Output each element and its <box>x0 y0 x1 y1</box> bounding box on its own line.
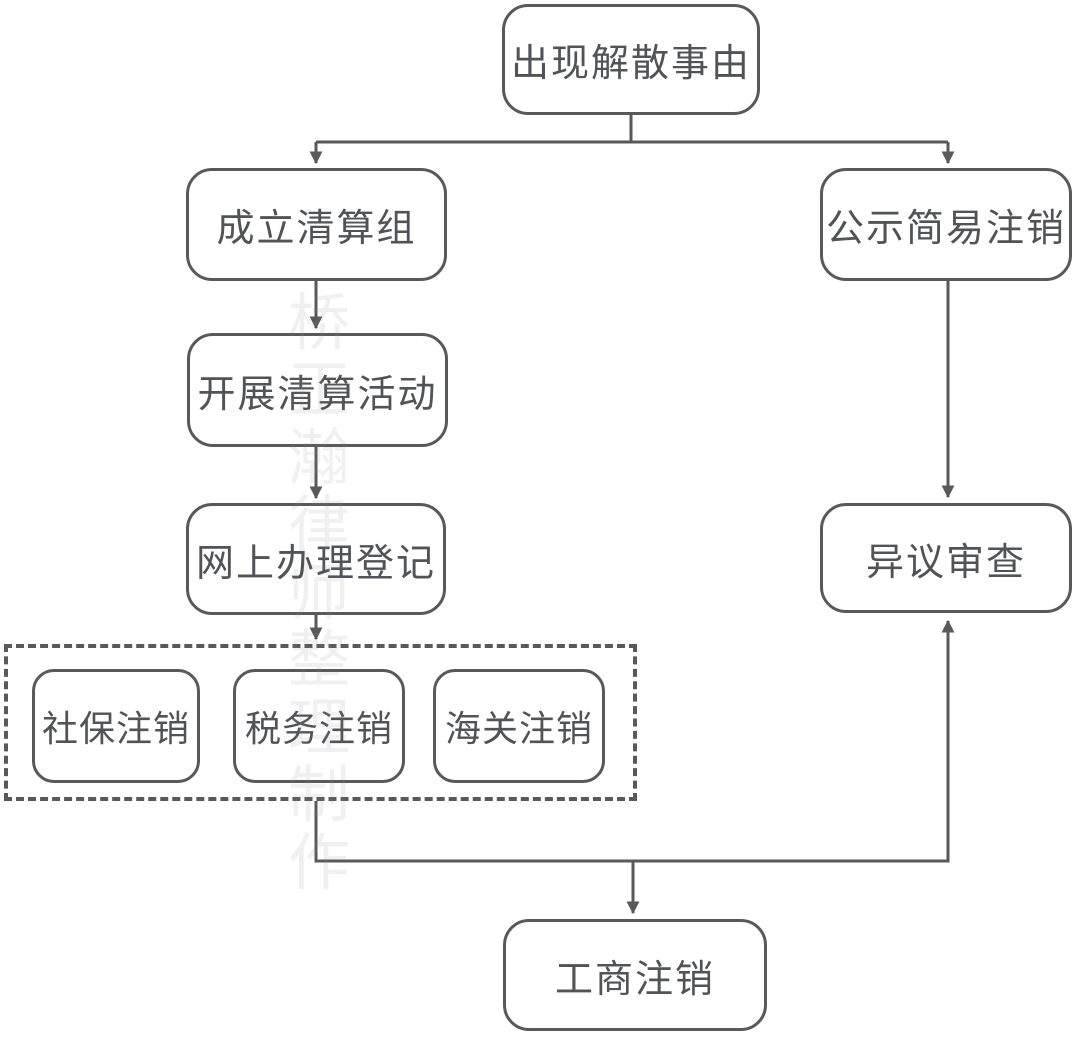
node-online-registration: 网上办理登记 <box>186 503 446 615</box>
node-social-security-deregistration: 社保注销 <box>32 669 200 783</box>
node-publicize-simple-deregistration: 公示简易注销 <box>820 168 1072 281</box>
node-business-deregistration: 工商注销 <box>503 919 767 1031</box>
node-customs-deregistration: 海关注销 <box>433 669 605 783</box>
node-tax-deregistration: 税务注销 <box>233 669 405 783</box>
node-carry-out-liquidation: 开展清算活动 <box>187 333 448 447</box>
deregistration-tasks-group <box>4 644 637 801</box>
node-dissolution-event: 出现解散事由 <box>502 4 760 115</box>
node-form-liquidation-group: 成立清算组 <box>186 168 447 281</box>
node-objection-review: 异议审查 <box>820 503 1072 613</box>
